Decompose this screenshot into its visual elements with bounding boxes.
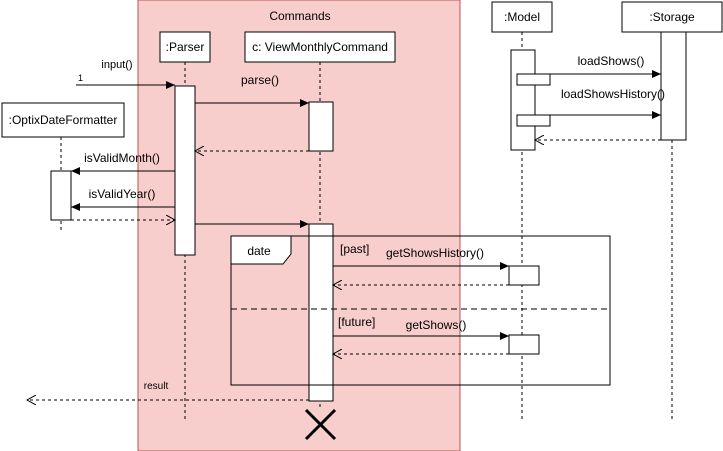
model-participant <box>491 1 553 33</box>
model-activation-future <box>508 334 540 355</box>
load-shows-history-label: loadShowsHistory() <box>561 87 665 101</box>
command-activation-execute <box>308 223 334 402</box>
model-participant-label: :Model <box>504 10 540 24</box>
alt-guard-past: [past] <box>340 242 369 256</box>
command-activation-parse <box>308 101 334 152</box>
parser-activation <box>174 85 196 256</box>
storage-participant <box>621 1 723 33</box>
input-sequence-number: 1 <box>78 73 83 83</box>
model-self-activation-2 <box>516 114 551 127</box>
storage-activation <box>660 31 687 141</box>
model-self-activation-1 <box>516 73 551 86</box>
command-participant <box>244 31 396 63</box>
parser-participant-label: :Parser <box>166 40 205 54</box>
commands-frame-label: Commands <box>269 9 330 23</box>
model-activation-past <box>508 265 540 286</box>
parser-participant <box>159 31 211 63</box>
result-label: result <box>144 381 169 392</box>
load-shows-label: loadShows() <box>578 54 645 68</box>
alt-guard-future: [future] <box>338 315 375 329</box>
get-shows-label: getShows() <box>406 318 467 332</box>
model-activation <box>510 49 536 151</box>
storage-participant-label: :Storage <box>649 10 695 24</box>
alt-fragment-label: date <box>247 244 271 258</box>
get-shows-history-label: getShowsHistory() <box>386 246 484 260</box>
destroy-icon <box>304 408 337 441</box>
is-valid-year-label: isValidYear() <box>89 187 156 201</box>
input-message-label: input() <box>101 59 132 71</box>
parse-message-label: parse() <box>241 73 279 87</box>
formatter-participant <box>1 102 125 138</box>
alt-fragment <box>230 235 611 386</box>
command-participant-label: c: ViewMonthlyCommand <box>252 40 388 54</box>
is-valid-month-label: isValidMonth() <box>84 151 160 165</box>
formatter-participant-label: :OptixDateFormatter <box>9 113 118 127</box>
formatter-activation <box>50 170 72 221</box>
alt-fragment-tab <box>230 235 292 265</box>
